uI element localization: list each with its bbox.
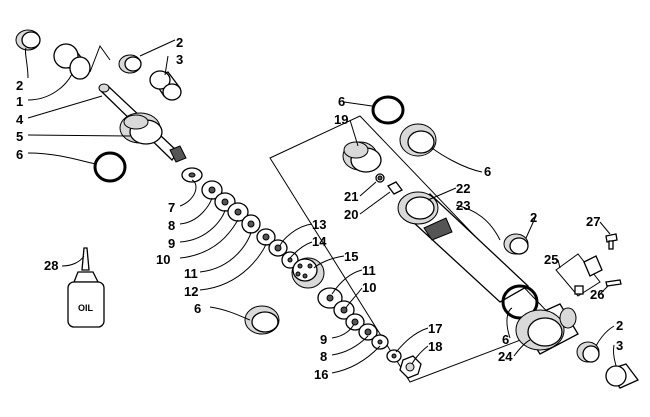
label-24: 24 (498, 349, 513, 364)
part-2-bushing-top-left (15, 29, 41, 51)
label-14: 14 (312, 234, 327, 249)
part-5-shaft-seal-head (119, 112, 163, 145)
label-17: 17 (428, 321, 442, 336)
label-11: 11 (184, 266, 198, 281)
label-9: 9 (320, 332, 327, 347)
label-6: 6 (16, 147, 23, 162)
oil-bottle-label: OIL (78, 303, 94, 313)
label-11: 11 (362, 263, 376, 278)
part-17-washer (386, 349, 402, 363)
label-27: 27 (586, 214, 600, 229)
part-18-nut (399, 355, 422, 379)
part-24-lower-body (515, 303, 579, 355)
label-23: 23 (456, 198, 470, 213)
washer-stack-lower (317, 287, 389, 350)
callout-labels: 2 1 4 5 6 2 3 7 8 9 10 11 12 6 13 14 15 … (16, 35, 623, 382)
part-27-screw (605, 233, 618, 250)
label-6: 6 (484, 164, 491, 179)
label-9: 9 (168, 236, 175, 251)
label-20: 20 (344, 207, 358, 222)
leader-lines (24, 39, 617, 374)
label-7: 7 (168, 200, 175, 215)
label-15: 15 (344, 249, 358, 264)
part-2-bushing-top (118, 54, 142, 74)
label-3: 3 (616, 338, 623, 353)
label-10: 10 (156, 252, 170, 267)
part-6-oring-left (93, 151, 127, 183)
label-2: 2 (16, 78, 23, 93)
label-10: 10 (362, 280, 376, 295)
part-1-eyelet-bushing (53, 43, 91, 80)
part-15-piston (291, 257, 325, 289)
part-6-oring-right (501, 284, 539, 320)
label-26: 26 (590, 287, 604, 302)
label-1: 1 (16, 94, 23, 109)
label-21: 21 (344, 189, 358, 204)
part-26-pin (605, 279, 622, 287)
label-13: 13 (312, 217, 326, 232)
label-25: 25 (544, 252, 558, 267)
label-8: 8 (320, 349, 327, 364)
part-28-oil-bottle: OIL (67, 247, 105, 328)
part-6-ring-center (399, 123, 437, 157)
part-3-sleeve-bottom (605, 363, 640, 389)
part-21-valve-core (375, 173, 385, 183)
part-2-bushing-right-top (503, 233, 529, 255)
part-25-fitting (555, 253, 603, 297)
label-28: 28 (44, 258, 58, 273)
washer-stack-upper (181, 167, 299, 269)
label-19: 19 (334, 112, 348, 127)
label-18: 18 (428, 339, 442, 354)
part-2-bushing-right-bottom (576, 341, 600, 363)
part-20-valve-cap (387, 181, 403, 195)
part-3-sleeve-top (149, 70, 182, 101)
part-19-reservoir-cap (342, 141, 382, 173)
label-2: 2 (176, 35, 183, 50)
label-5: 5 (16, 129, 23, 144)
label-6: 6 (502, 332, 509, 347)
alignment-line (89, 44, 111, 73)
label-6: 6 (194, 301, 201, 316)
part-6-oring-center-top (371, 95, 405, 125)
label-4: 4 (16, 112, 24, 127)
label-3: 3 (176, 52, 183, 67)
label-22: 22 (456, 181, 470, 196)
label-2: 2 (530, 210, 537, 225)
label-8: 8 (168, 218, 175, 233)
label-16: 16 (314, 367, 328, 382)
label-12: 12 (184, 284, 198, 299)
label-6: 6 (338, 94, 345, 109)
label-2: 2 (616, 318, 623, 333)
part-6-ring-lower-left (244, 305, 280, 335)
